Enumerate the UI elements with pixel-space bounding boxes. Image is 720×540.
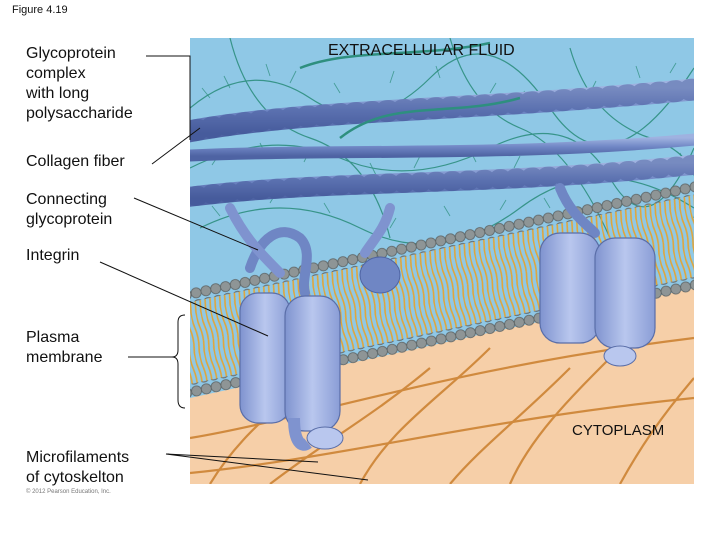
- cytoplasm-label: CYTOPLASM: [572, 422, 665, 439]
- ecm-illustration: [190, 38, 694, 484]
- plasma-membrane-label: Plasma membrane: [26, 329, 103, 366]
- microfilaments-label: Microfilaments of cytoskelton: [26, 449, 130, 486]
- extracellular-fluid-label: EXTRACELLULAR FLUID: [328, 42, 515, 59]
- copyright-notice: © 2012 Pearson Education, Inc.: [26, 489, 111, 495]
- integrin-label: Integrin: [26, 247, 80, 264]
- collagen-fibers: [190, 78, 694, 207]
- leader-glycoprotein-complex: [146, 55, 191, 140]
- leader-plasma-membrane: [128, 314, 186, 409]
- glycoprotein-complex-core: [299, 41, 521, 139]
- glycoprotein-complex-label: Glycoprotein complex with long polysacch…: [26, 45, 133, 122]
- figure-number: Figure 4.19: [12, 4, 68, 16]
- collagen-fiber-label: Collagen fiber: [26, 153, 125, 170]
- connecting-glycoprotein-label: Connecting glycoprotein: [26, 191, 113, 228]
- integrin-right: [539, 183, 656, 367]
